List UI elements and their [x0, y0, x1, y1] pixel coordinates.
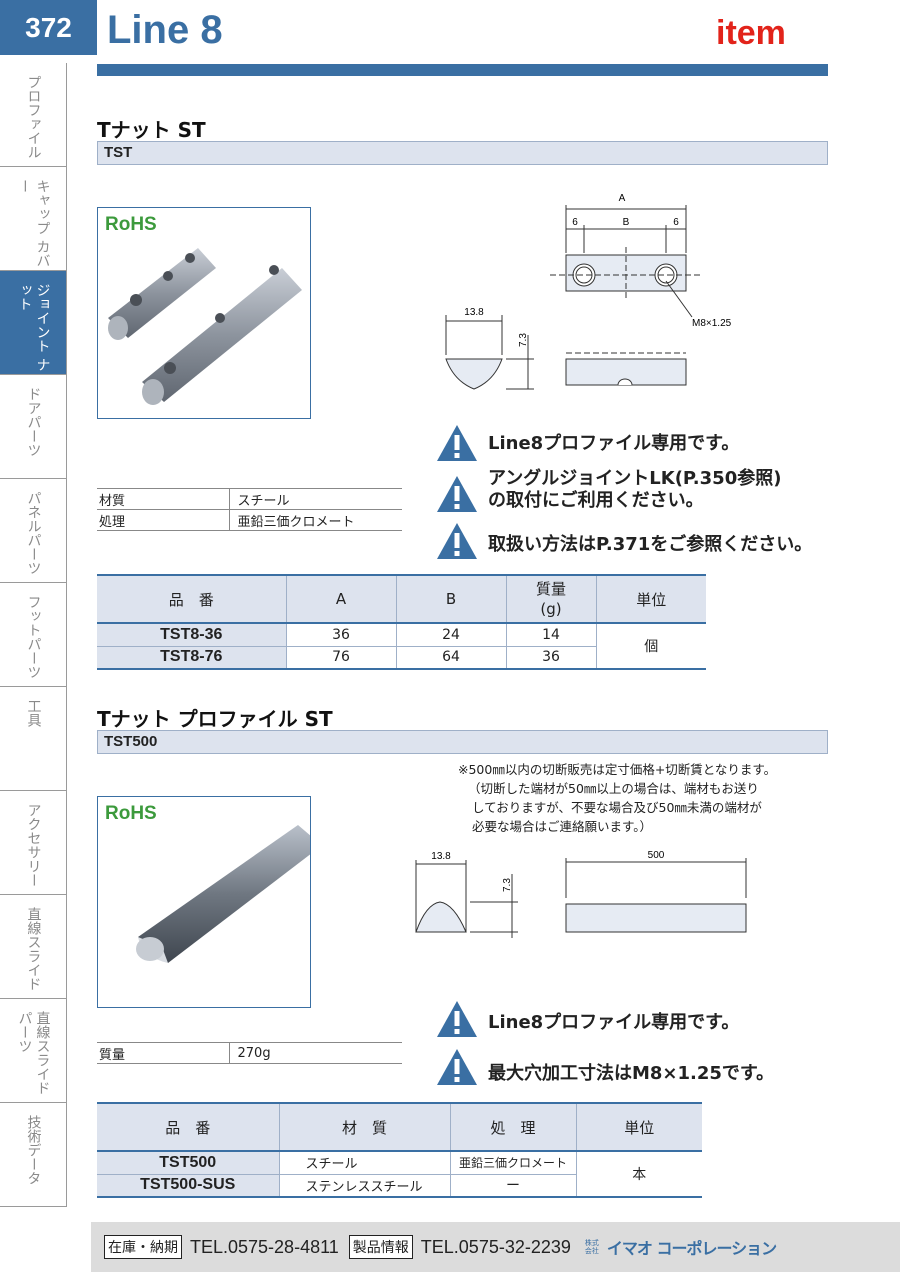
t-nut-profile-image	[136, 825, 310, 963]
note: アングルジョイントLK(P.350参照)の取付にご利用ください。	[436, 468, 781, 513]
dim-width: 13.8	[464, 307, 484, 318]
table-row: TST8-36 36 24 14 個	[97, 623, 706, 670]
dim-width: 13.8	[431, 851, 451, 862]
col-unit: 単位	[595, 574, 706, 624]
section2-code-bar: TST500	[97, 730, 828, 754]
rohs-icon: RoHS	[105, 803, 157, 824]
nav-item-door-parts[interactable]: ドアパーツ	[0, 375, 67, 479]
section2-product-table: 品 番 材 質 処 理 単位 TST500 スチール 亜鉛三価クロメート 本 T…	[97, 1102, 702, 1198]
col-finish: 処 理	[449, 1102, 577, 1152]
nav-item-linear-slide-parts[interactable]: 直線スライド パーツ	[0, 999, 67, 1103]
unit-cell: 本	[575, 1151, 702, 1198]
info-label: 製品情報	[348, 1235, 413, 1259]
section1-product-table: 品 番 A B 質量(g) 単位 TST8-36 36 24 14 個 TST8…	[97, 574, 706, 670]
nav-item-joint-nut[interactable]: ジョイント ナット	[0, 271, 67, 375]
note: Line8プロファイル専用です。	[436, 1000, 739, 1038]
t-nut-image	[108, 248, 302, 405]
nav-item-tools[interactable]: 工具	[0, 687, 67, 791]
col-part: 品 番	[97, 574, 287, 624]
section1-spec-table: 材質スチール 処理亜鉛三価クロメート	[97, 488, 402, 531]
nav-item-foot-parts[interactable]: フットパーツ	[0, 583, 67, 687]
unit-cell: 個	[595, 623, 706, 670]
thread-label: M8×1.25	[692, 318, 732, 329]
stock-label: 在庫・納期	[104, 1235, 182, 1259]
col-part: 品 番	[97, 1102, 280, 1152]
page-title: Line 8	[107, 8, 223, 52]
nav-item-technical-data[interactable]: 技術データ	[0, 1103, 67, 1207]
note: Line8プロファイル専用です。	[436, 424, 739, 462]
table-row: TST8-76 76 64 36	[97, 646, 706, 670]
warning-icon	[437, 523, 477, 559]
col-material: 材 質	[278, 1102, 451, 1152]
stock-phone[interactable]: TEL.0575-28-4811	[190, 1236, 339, 1257]
nav-item-profile[interactable]: プロファイル	[0, 63, 67, 167]
nav-divider	[66, 63, 67, 1206]
nav-item-panel-parts[interactable]: パネルパーツ	[0, 479, 67, 583]
dim-height: 7.3	[518, 333, 529, 347]
title-rule	[97, 64, 828, 76]
info-phone[interactable]: TEL.0575-32-2239	[420, 1236, 571, 1257]
col-b: B	[395, 574, 507, 624]
warning-icon	[437, 476, 477, 512]
dim-a: A	[619, 193, 626, 204]
note: 取扱い方法はP.371をご参照ください。	[436, 522, 812, 560]
spec-key: 質量	[97, 1042, 230, 1064]
col-a: A	[285, 574, 397, 624]
warning-icon	[437, 425, 477, 461]
dim-height: 7.3	[502, 878, 513, 892]
page-number: 372	[0, 0, 97, 55]
spec-key: 材質	[97, 488, 230, 510]
dim-6-left: 6	[572, 217, 578, 228]
section1-title: Tナット ST	[97, 118, 206, 142]
brand-logo: item	[716, 14, 786, 52]
dim-b: B	[623, 217, 630, 228]
warning-icon	[437, 1001, 477, 1037]
section1-code-bar: TST	[97, 141, 828, 165]
warning-icon	[437, 1049, 477, 1085]
dim-length: 500	[648, 850, 665, 861]
spec-value: 亜鉛三価クロメート	[229, 509, 402, 531]
cutting-note: ※500㎜以内の切断販売は定寸価格+切断賃となります。 （切断した端材が50㎜以…	[458, 762, 777, 834]
dim-6-right: 6	[673, 217, 679, 228]
section1-product-photo: RoHS	[97, 207, 311, 419]
table-row: TST500-SUS ステンレススチール ー	[97, 1174, 702, 1198]
col-mass: 質量(g)	[505, 574, 597, 624]
section2-drawing: 13.8 7.3 500	[415, 850, 747, 938]
rohs-icon: RoHS	[105, 214, 157, 235]
nav-item-accessories[interactable]: アクセサリー	[0, 791, 67, 895]
footer: 在庫・納期 TEL.0575-28-4811 製品情報 TEL.0575-32-…	[91, 1222, 900, 1272]
spec-value: スチール	[229, 488, 402, 510]
note: 最大穴加工寸法はM8×1.25です。	[436, 1048, 774, 1086]
section2-title: Tナット プロファイル ST	[97, 707, 333, 731]
section1-drawing: A 6 B 6 M8×1.25 13.8 7.3	[445, 193, 732, 390]
spec-key: 処理	[97, 509, 230, 531]
section2-product-photo: RoHS	[97, 796, 311, 1008]
table-row: TST500 スチール 亜鉛三価クロメート 本	[97, 1151, 702, 1198]
col-unit: 単位	[575, 1102, 702, 1152]
company-logo: イマオ コーポレーション	[606, 1239, 777, 1258]
nav-item-cap-cover[interactable]: キャップ カバー	[0, 167, 67, 271]
spec-value: 270g	[229, 1042, 402, 1064]
nav-item-linear-slide[interactable]: 直線スライド	[0, 895, 67, 999]
company-prefix: 株式会社	[584, 1239, 599, 1255]
side-nav: プロファイル キャップ カバー ジョイント ナット ドアパーツ パネルパーツ フ…	[0, 63, 67, 1207]
